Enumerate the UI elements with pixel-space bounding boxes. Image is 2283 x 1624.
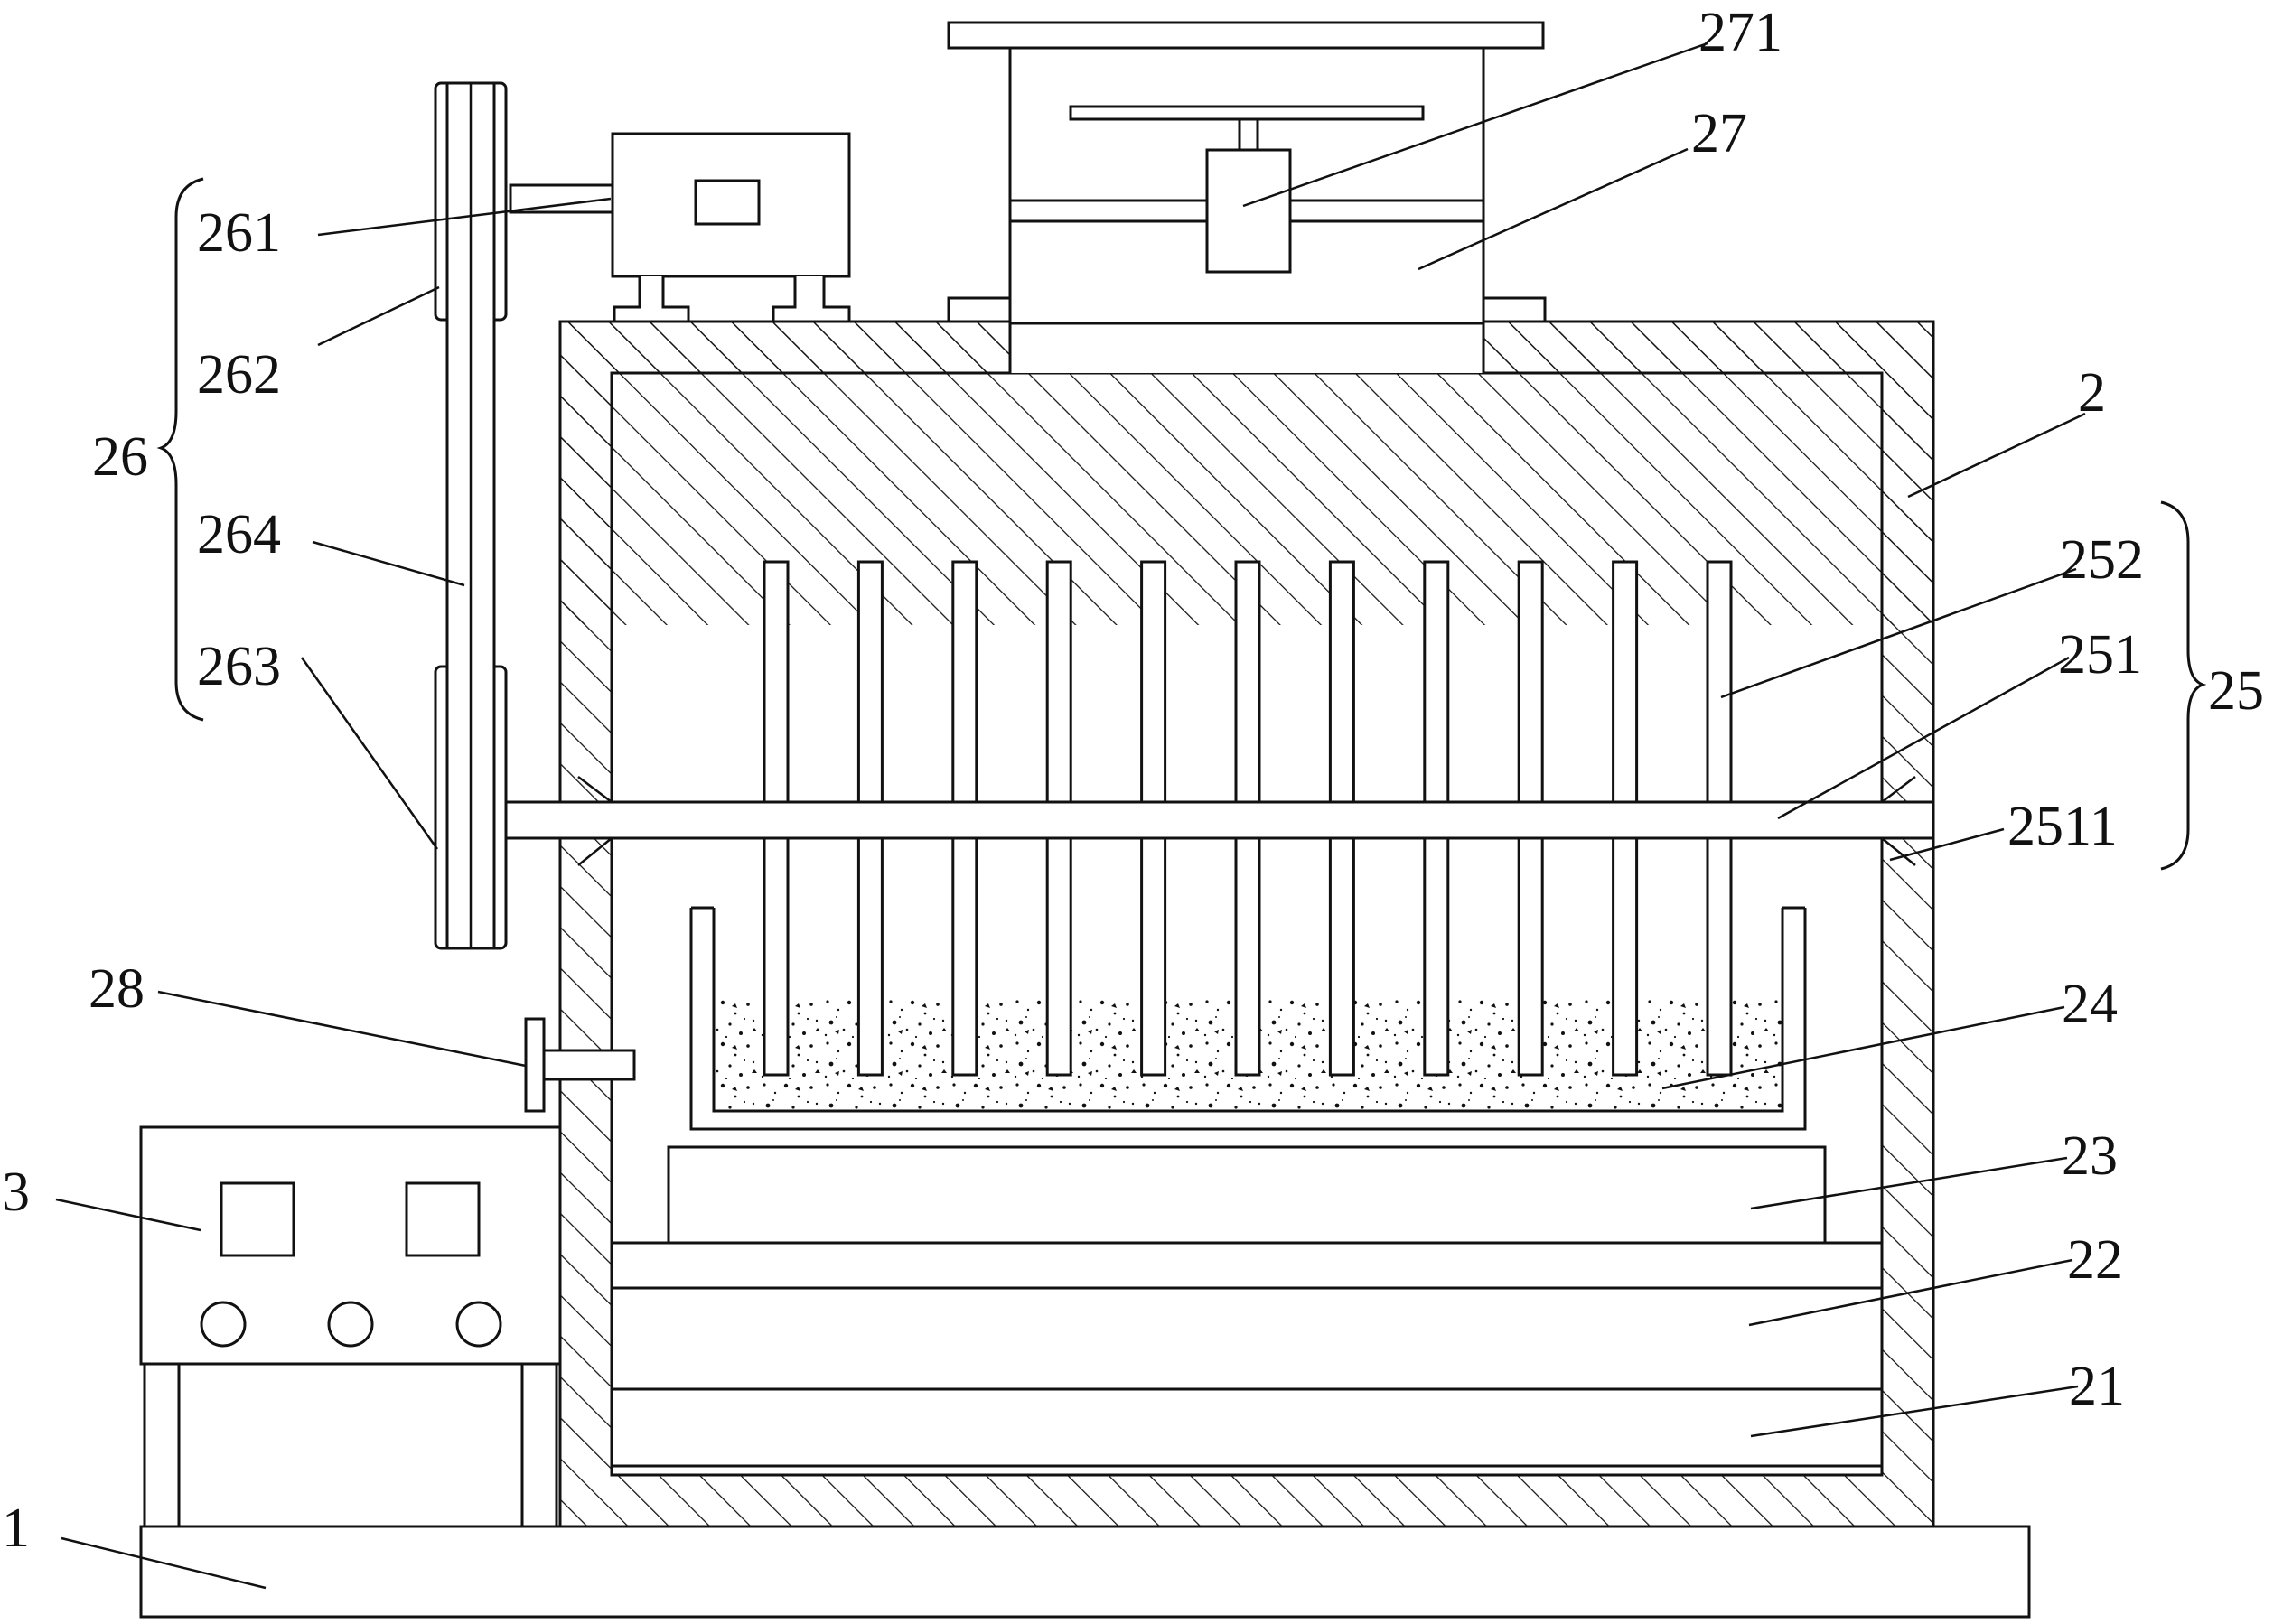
stirring-rod-lower [1612,836,1639,1077]
label-262: 262 [197,344,281,406]
stirring-rod-upper [856,560,884,804]
heating-plate [610,1241,1884,1391]
stirring-rod-lower [1045,836,1072,1077]
stirring-rods [763,560,1733,804]
stirring-rod-upper [1140,560,1167,804]
mesh-layer [667,1145,1827,1245]
stirring-rod-lower [1423,836,1450,1077]
belt-drive [434,81,508,950]
knob-3 [455,1301,502,1348]
stirring-rod-upper [1045,560,1072,804]
base-plate [139,1525,2031,1619]
display-right [405,1181,481,1257]
knob-2 [327,1301,374,1348]
brace-26 [156,177,204,722]
stirring-rod-upper [1234,560,1261,804]
label-25: 25 [2208,660,2264,722]
label-264: 264 [197,504,281,565]
stirring-rod-upper [951,560,978,804]
knob-1 [200,1301,247,1348]
stirring-shaft [504,776,1935,866]
label-251: 251 [2058,624,2142,686]
top-hopper [947,21,1547,325]
stirring-rod-lower [951,836,978,1077]
display-left [220,1181,295,1257]
label-2: 2 [2078,362,2106,424]
stirring-rods-front [763,836,1733,1077]
hopper-motor [1205,148,1292,274]
label-2511: 2511 [2007,796,2118,857]
label-3: 3 [2,1162,30,1223]
stirring-rod-lower [1234,836,1261,1077]
label-23: 23 [2062,1125,2118,1187]
label-27: 27 [1691,103,1747,164]
stirring-rod-upper [1423,560,1450,804]
stirring-rod-upper [1328,560,1355,804]
stirring-rod-upper [1706,560,1733,804]
stirring-rod-lower [1328,836,1355,1077]
control-box [139,1125,562,1528]
stirring-rod-upper [1612,560,1639,804]
label-271: 271 [1698,2,1782,63]
stirring-rod-lower [763,836,790,1077]
label-252: 252 [2060,529,2144,591]
brick-layer [610,1387,1884,1468]
label-1: 1 [2,1498,30,1559]
label-24: 24 [2062,974,2118,1035]
label-26: 26 [92,426,148,488]
stirring-rod-upper [1517,560,1544,804]
valve [524,1017,636,1113]
stirring-rod-lower [1517,836,1544,1077]
label-261: 261 [197,202,281,264]
label-21: 21 [2069,1356,2125,1417]
labels: 1 3 28 26 261 262 264 263 271 27 2 252 2… [2,2,2264,1559]
label-22: 22 [2067,1229,2123,1291]
label-263: 263 [197,636,281,697]
stirring-rod-lower [1706,836,1733,1077]
label-28: 28 [89,958,145,1020]
brace-25 [2160,500,2207,871]
drive-motor [509,132,851,323]
stirring-rod-lower [856,836,884,1077]
stirring-rod-lower [1140,836,1167,1077]
stirring-rod-upper [763,560,790,804]
leader-lines [55,42,2086,1590]
